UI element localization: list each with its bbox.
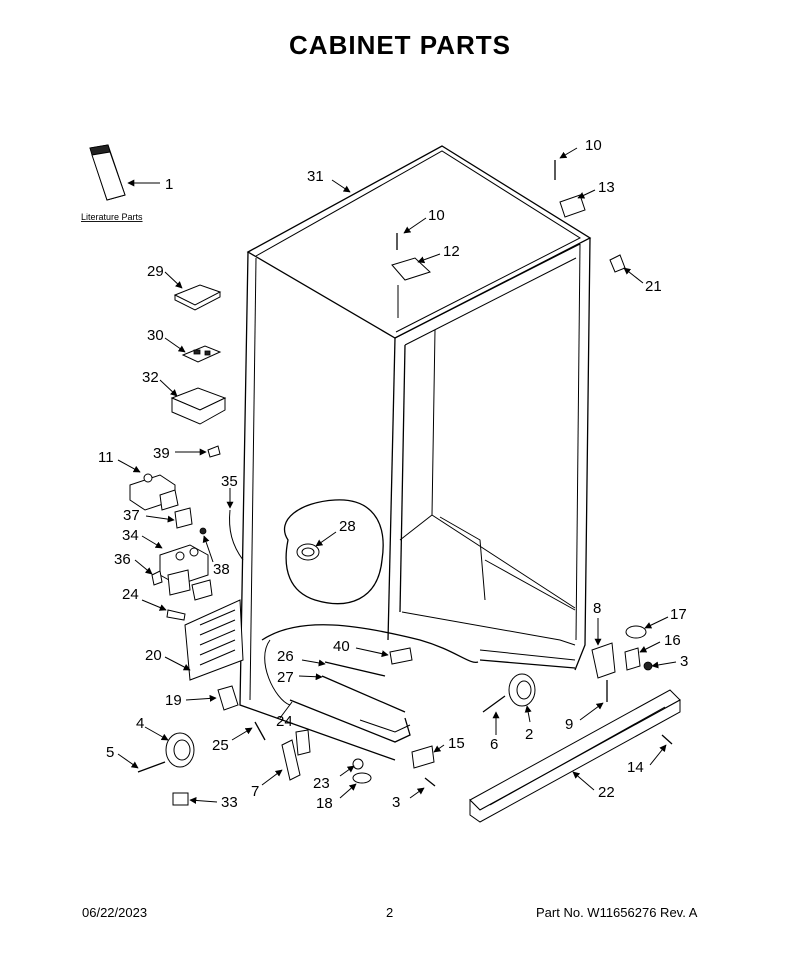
callout-19: 19 — [165, 692, 182, 709]
callout-13: 13 — [598, 179, 615, 196]
part-5-axle[interactable] — [137, 761, 166, 773]
part-21-plug[interactable] — [609, 254, 626, 273]
callout-27: 27 — [277, 669, 294, 686]
callout-11: 11 — [98, 449, 114, 466]
part-23-screw[interactable] — [352, 758, 364, 770]
part-40-clip[interactable] — [389, 647, 413, 665]
part-27-rod[interactable] — [321, 675, 406, 713]
cabinet-shell — [239, 145, 592, 761]
part-16-hinge[interactable] — [624, 647, 641, 671]
callout-labels: 1 10 13 10 12 31 21 29 30 32 39 11 35 37… — [81, 137, 688, 812]
callout-2: 2 — [525, 726, 533, 743]
callout-4: 4 — [136, 715, 144, 732]
part-33-pad[interactable] — [172, 792, 189, 806]
part-19-bracket[interactable] — [217, 685, 239, 711]
part-17-washer[interactable] — [625, 625, 647, 639]
callout-3b: 3 — [680, 653, 688, 670]
part-39-clip[interactable] — [207, 445, 221, 458]
callout-5: 5 — [106, 744, 114, 761]
callout-33: 33 — [221, 794, 238, 811]
callout-21: 21 — [645, 278, 662, 295]
part-14-screw[interactable] — [661, 734, 673, 745]
part-24-fitting[interactable] — [166, 609, 186, 621]
part-35-tube[interactable] — [229, 509, 244, 561]
part-22-base-grille[interactable] — [469, 689, 681, 823]
callout-36: 36 — [114, 551, 131, 568]
callout-10a: 10 — [585, 137, 602, 154]
part-34-water-valve[interactable] — [159, 544, 213, 601]
callout-1: 1 — [165, 176, 173, 193]
callout-20: 20 — [145, 647, 162, 664]
part-11-water-valve[interactable] — [129, 473, 179, 511]
part-13-hinge[interactable] — [559, 194, 586, 218]
part-3-screw-right[interactable] — [643, 661, 653, 671]
part-28-grommet[interactable] — [296, 543, 320, 561]
callout-24a: 24 — [122, 586, 139, 603]
part-25-screw[interactable] — [254, 721, 266, 741]
part-20-vent-grille[interactable] — [184, 599, 244, 681]
callout-6: 6 — [490, 736, 498, 753]
callout-3a: 3 — [392, 794, 400, 811]
callout-28: 28 — [339, 518, 356, 535]
callout-32: 32 — [142, 369, 159, 386]
literature-parts-label: Literature Parts — [81, 212, 143, 222]
footer-part-number: Part No. W11656276 Rev. A — [536, 905, 698, 920]
part-12-hinge[interactable] — [391, 257, 431, 281]
callout-39: 39 — [153, 445, 170, 462]
callout-8: 8 — [593, 600, 601, 617]
callout-29: 29 — [147, 263, 164, 280]
part-6-axle[interactable] — [482, 695, 506, 713]
callout-23: 23 — [313, 775, 330, 792]
callout-12: 12 — [443, 243, 460, 260]
callout-22: 22 — [598, 784, 615, 801]
part-38-screw[interactable] — [199, 527, 207, 535]
callout-17: 17 — [670, 606, 687, 623]
part-37-bracket[interactable] — [174, 507, 193, 529]
callout-9: 9 — [565, 716, 573, 733]
callout-14: 14 — [627, 759, 644, 776]
part-15-bracket[interactable] — [411, 745, 435, 769]
callout-16: 16 — [664, 632, 681, 649]
part-36-clip[interactable] — [151, 570, 163, 586]
part-7-drain-tube[interactable] — [281, 739, 301, 781]
part-3-screw[interactable] — [424, 777, 436, 787]
callout-40: 40 — [333, 638, 350, 655]
footer-date: 06/22/2023 — [82, 905, 148, 920]
callout-37: 37 — [123, 507, 140, 524]
callout-18: 18 — [316, 795, 333, 812]
callout-30: 30 — [147, 327, 164, 344]
part-30-control-board[interactable] — [181, 345, 222, 363]
part-8-bracket[interactable] — [591, 642, 616, 679]
callout-26: 26 — [277, 648, 294, 665]
callout-31: 31 — [307, 168, 324, 185]
page-title: CABINET PARTS — [289, 30, 511, 60]
callout-35: 35 — [221, 473, 238, 490]
part-4-wheel[interactable] — [165, 732, 195, 768]
callout-24b: 24 — [276, 713, 293, 730]
part-2-wheel[interactable] — [508, 673, 536, 707]
callout-34: 34 — [122, 527, 139, 544]
leader-lines — [117, 147, 677, 804]
callout-10b: 10 — [428, 207, 445, 224]
part-26-rod[interactable] — [324, 661, 386, 677]
footer-page-number: 2 — [386, 905, 394, 920]
callout-15: 15 — [448, 735, 465, 752]
callout-38: 38 — [213, 561, 230, 578]
part-18-grommet[interactable] — [352, 772, 372, 784]
literature-part[interactable] — [89, 144, 126, 201]
callout-25: 25 — [212, 737, 229, 754]
part-32-electronic-box[interactable] — [170, 387, 227, 425]
callout-7: 7 — [251, 783, 259, 800]
